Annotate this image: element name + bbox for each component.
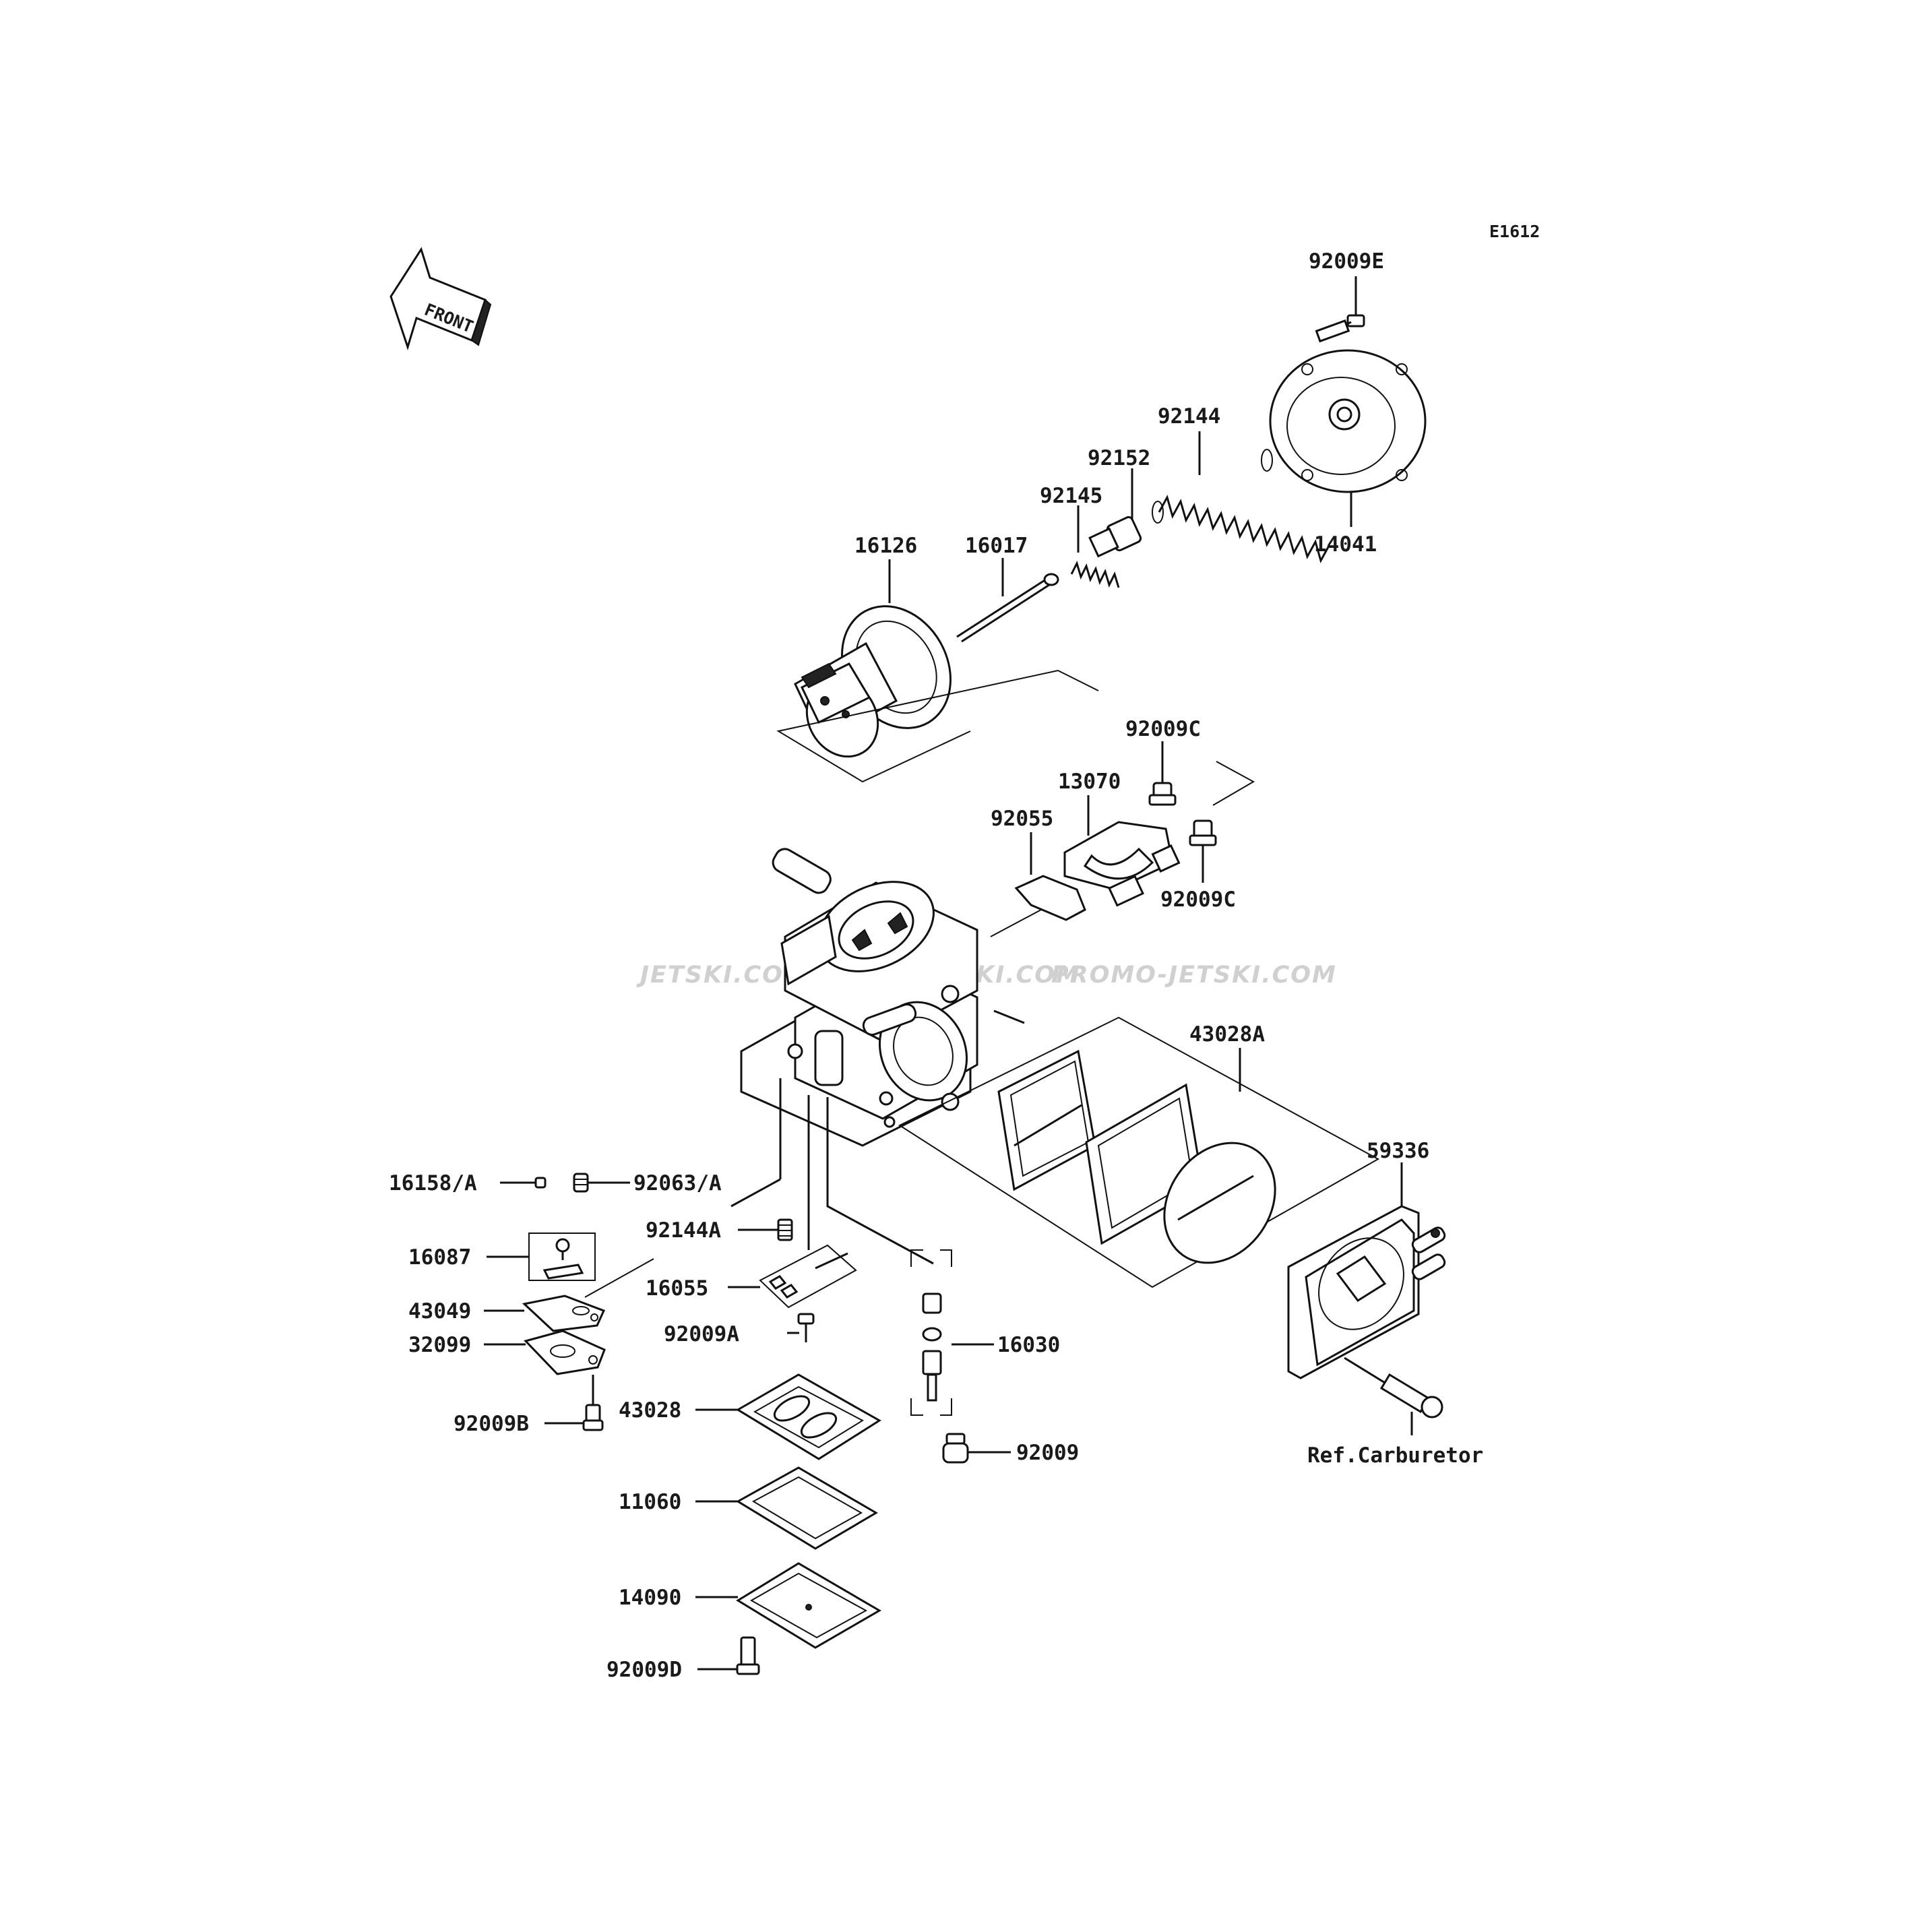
label-92009: 92009: [1016, 1441, 1079, 1465]
front-arrow-icon: FRONT: [389, 247, 492, 350]
part-ref-bolt: [1344, 1357, 1443, 1435]
part-92009D: [697, 1636, 760, 1675]
label-92009B: 92009B: [454, 1412, 529, 1436]
label-16030: 16030: [997, 1333, 1060, 1357]
part-92144: [1152, 431, 1330, 563]
label-13070: 13070: [1058, 770, 1121, 794]
leader-body-4: [993, 1009, 1025, 1024]
label-92152: 92152: [1088, 446, 1150, 470]
diagram-code: E1612: [1489, 222, 1540, 241]
label-14041: 14041: [1314, 532, 1377, 557]
leader-body-1b: [730, 1178, 781, 1208]
part-14090: [695, 1562, 881, 1649]
part-92144A: [738, 1218, 793, 1241]
label-92009A: 92009A: [664, 1322, 739, 1346]
label-16126: 16126: [854, 534, 917, 558]
label-43028: 43028: [619, 1398, 681, 1423]
label-92055: 92055: [991, 807, 1053, 831]
part-16055: [728, 1244, 857, 1309]
part-92009: [942, 1433, 1011, 1464]
label-92009C-top: 92009C: [1125, 717, 1201, 741]
part-92009B: [544, 1404, 604, 1431]
label-92009E: 92009E: [1309, 249, 1384, 274]
part-32099: [484, 1330, 606, 1405]
part-16087: [487, 1233, 596, 1281]
label-11060: 11060: [619, 1490, 681, 1514]
part-92009C-top: [1148, 741, 1255, 806]
label-92009C-bottom: 92009C: [1160, 887, 1236, 912]
label-16158A: 16158/A: [389, 1171, 477, 1195]
part-92055: [990, 832, 1086, 937]
label-92009D: 92009D: [606, 1658, 682, 1682]
part-16126: [794, 559, 952, 758]
part-59336: [1287, 1162, 1446, 1379]
label-92144A: 92144A: [646, 1218, 721, 1243]
label-14090: 14090: [619, 1586, 681, 1610]
part-16030: [910, 1249, 994, 1416]
label-32099: 32099: [408, 1333, 471, 1357]
watermark-text-1: JETSKI.COM: [636, 962, 809, 989]
watermark: JETSKI.COM PROMO-JETSKI.COM PROMO-JETSKI…: [636, 962, 1337, 989]
part-43028: [695, 1373, 881, 1460]
watermark-text-3: PROMO-JETSKI.COM: [1051, 962, 1337, 989]
label-ref-carburetor: Ref.Carburetor: [1307, 1443, 1483, 1468]
label-92145: 92145: [1040, 484, 1102, 508]
part-14041: [1269, 349, 1427, 527]
part-43028A: [898, 1016, 1380, 1288]
label-59336: 59336: [1367, 1139, 1429, 1163]
part-13070: [1063, 795, 1181, 907]
label-43028A: 43028A: [1189, 1022, 1265, 1047]
part-16017: [956, 558, 1059, 643]
label-16055: 16055: [646, 1276, 708, 1301]
label-16017: 16017: [965, 534, 1028, 558]
leader-body-3: [826, 1097, 934, 1265]
part-92145: [1070, 505, 1120, 588]
label-16087: 16087: [408, 1245, 471, 1270]
part-92063A: [573, 1173, 630, 1193]
part-43049: [484, 1258, 654, 1332]
part-92009C-bottom: [1189, 819, 1217, 883]
label-43049: 43049: [408, 1299, 471, 1323]
label-92063A: 92063/A: [633, 1171, 722, 1195]
part-carburetor-body: [740, 848, 978, 1147]
label-92144: 92144: [1158, 404, 1220, 429]
part-92009A: [787, 1313, 815, 1342]
part-92009E: [1315, 276, 1365, 343]
part-11060: [695, 1466, 878, 1550]
part-92152: [1088, 468, 1142, 558]
bracket-16126: [776, 669, 1099, 783]
part-16158A: [500, 1177, 547, 1189]
